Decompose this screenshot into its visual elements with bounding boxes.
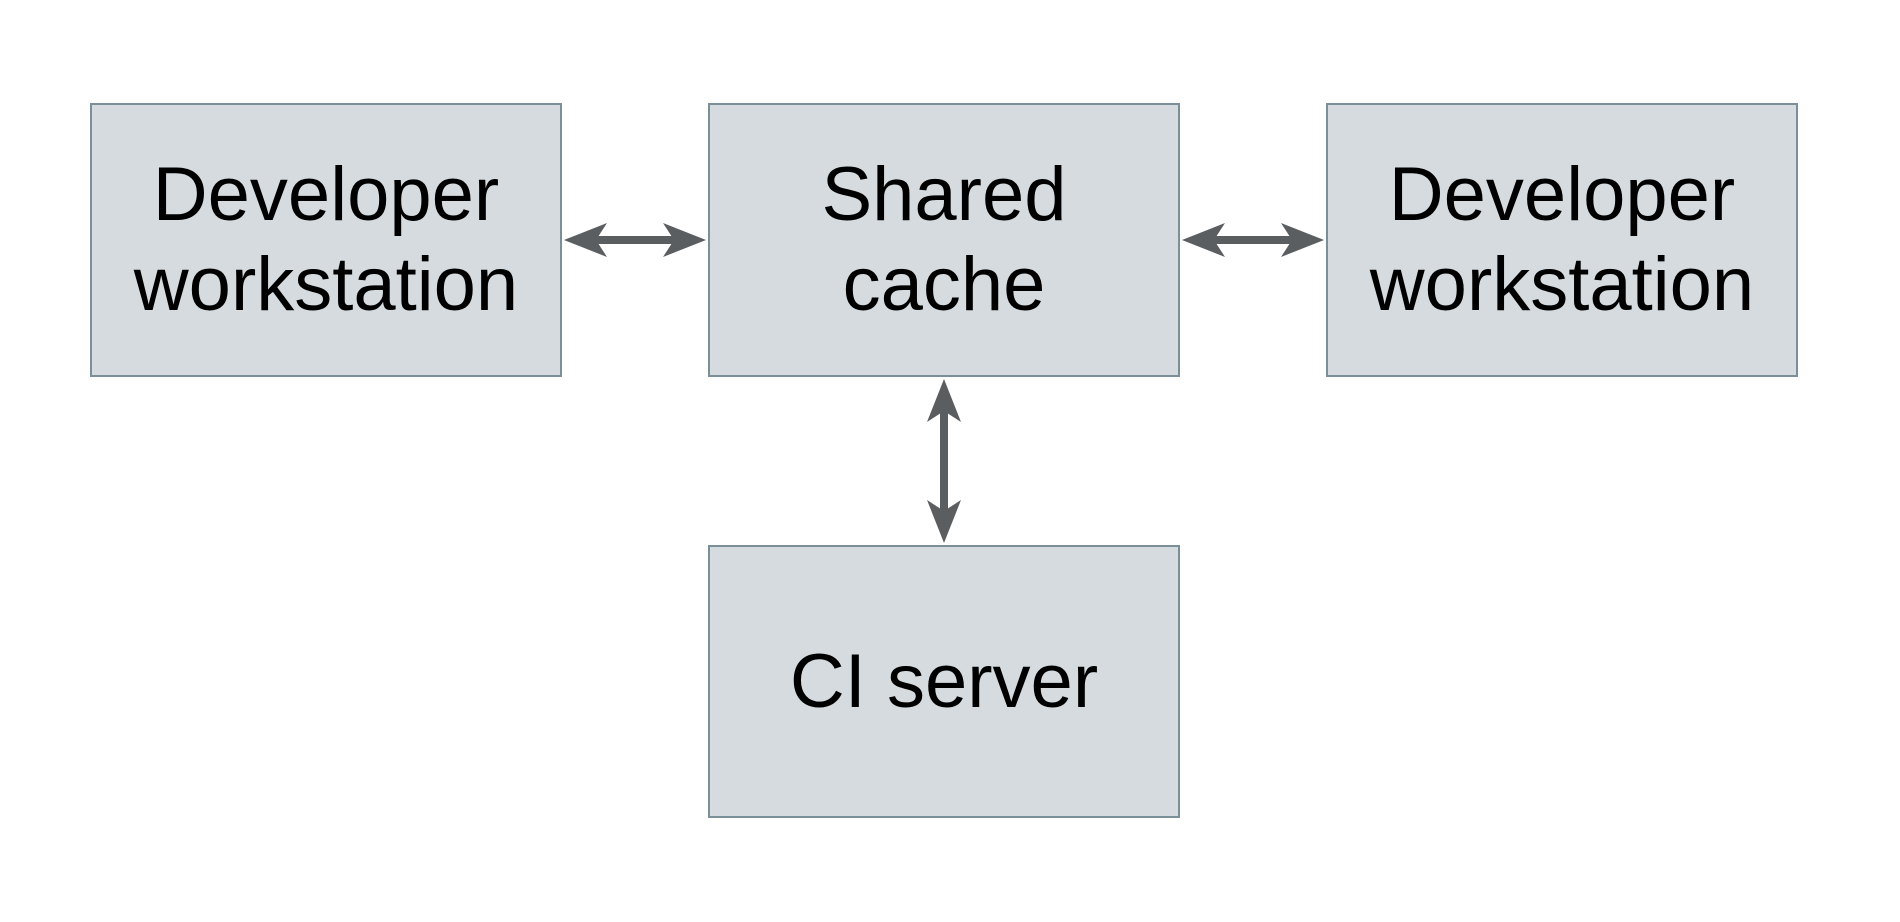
node-label-line: Developer — [1388, 152, 1736, 237]
node-label-line: workstation — [133, 242, 519, 327]
left-right-arrow-icon — [1182, 223, 1324, 257]
node-label: Developer workstation — [1370, 150, 1754, 330]
node-label-line: workstation — [1369, 242, 1755, 327]
edge-shared-cache-workstation-right — [1181, 218, 1325, 262]
node-label: CI server — [790, 637, 1098, 727]
node-label: Shared cache — [821, 150, 1066, 330]
edge-shared-cache-ci-server — [922, 378, 966, 544]
node-developer-workstation-right: Developer workstation — [1326, 103, 1798, 377]
node-shared-cache: Shared cache — [708, 103, 1180, 377]
edge-workstation-left-shared-cache — [563, 218, 707, 262]
left-right-arrow-icon — [564, 223, 706, 257]
node-label-line: cache — [842, 242, 1046, 327]
node-label-line: Shared — [821, 152, 1067, 237]
node-label: Developer workstation — [134, 150, 518, 330]
node-developer-workstation-left: Developer workstation — [90, 103, 562, 377]
node-label-line: CI server — [789, 638, 1099, 724]
node-ci-server: CI server — [708, 545, 1180, 818]
node-label-line: Developer — [152, 152, 500, 237]
up-down-arrow-icon — [927, 379, 961, 543]
